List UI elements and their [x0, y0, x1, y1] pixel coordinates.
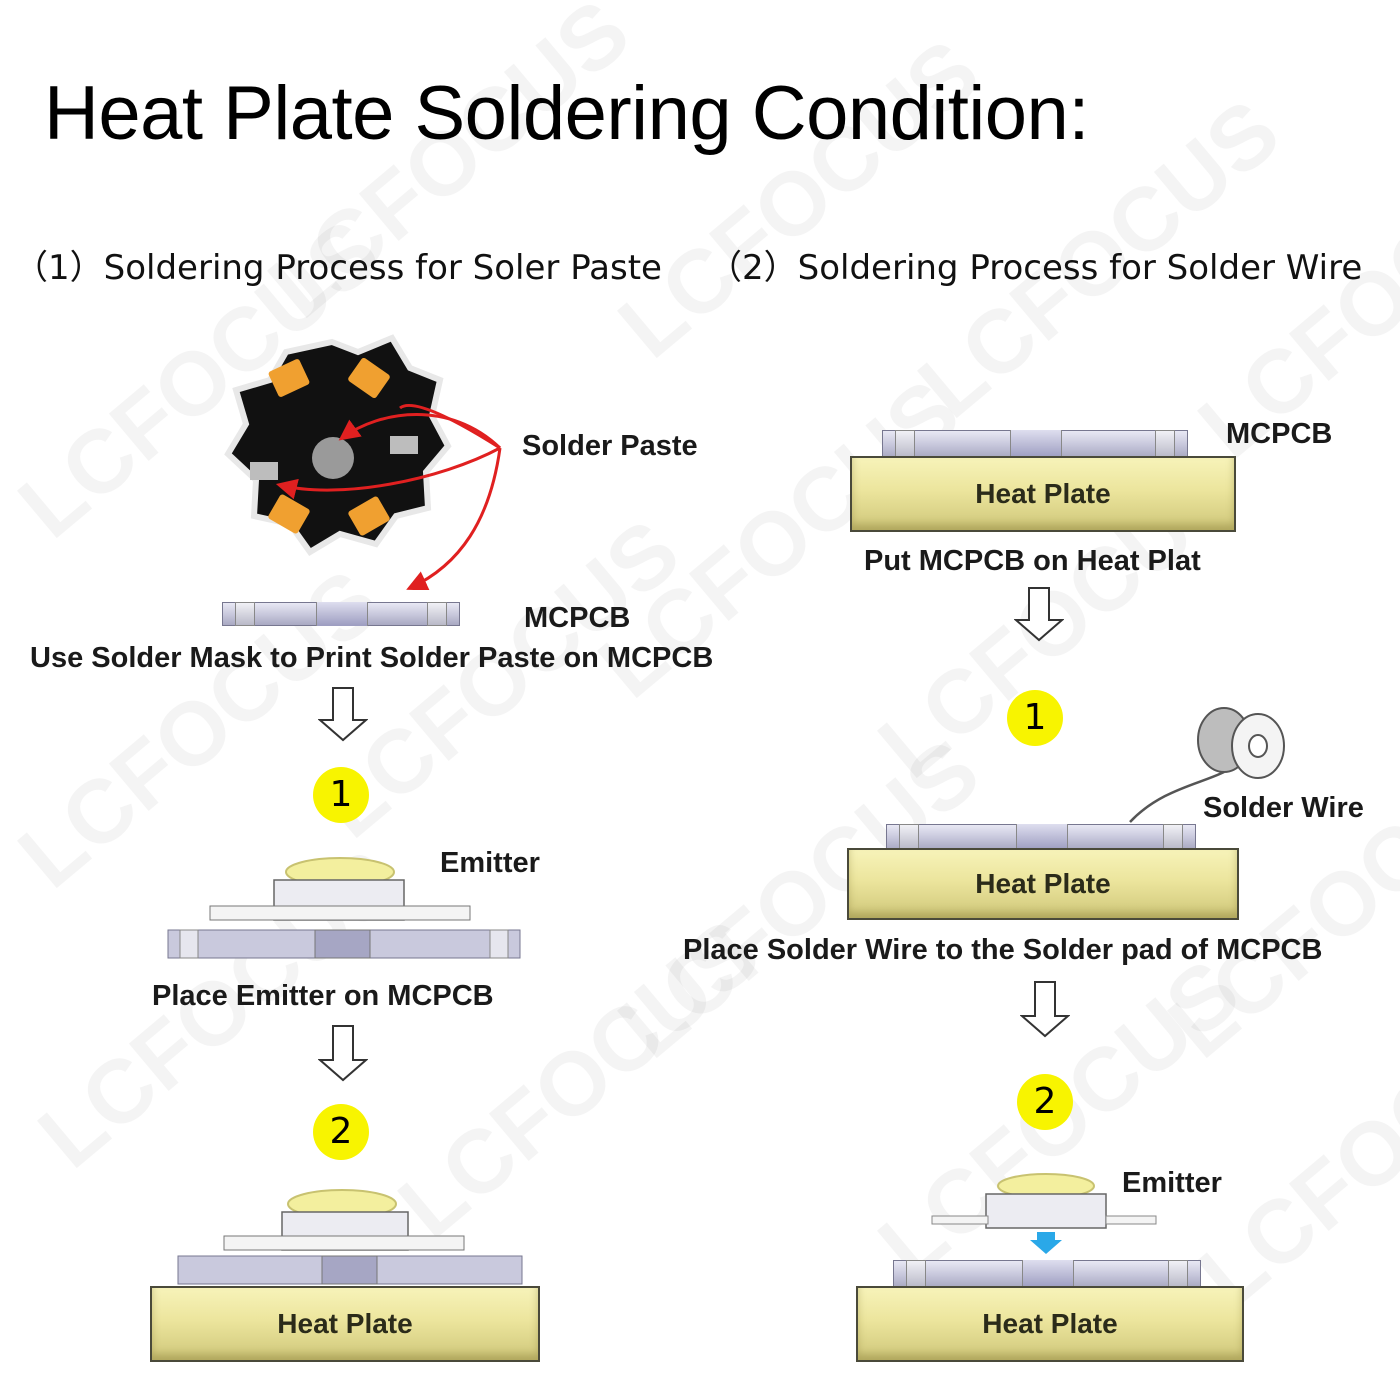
watermark: LCFOCUS	[1180, 970, 1400, 1329]
heat-plate: Heat Plate	[847, 848, 1239, 920]
heat-plate-label: Heat Plate	[982, 1308, 1118, 1339]
down-arrow-icon	[1014, 586, 1064, 642]
step-badge-1: 1	[1007, 690, 1063, 746]
emitter-placement-illustration	[920, 1170, 1180, 1260]
down-arrow-icon	[318, 1024, 368, 1082]
mcpcb-strip	[886, 824, 1196, 850]
down-arrow-icon	[1020, 980, 1070, 1038]
emitter-label: Emitter	[440, 847, 540, 879]
mcpcb-strip	[882, 430, 1188, 458]
solder-wire-spool-illustration	[1120, 700, 1300, 830]
step1-caption: Place Solder Wire to the Solder pad of M…	[683, 934, 1323, 966]
heat-plate: Heat Plate	[150, 1286, 540, 1362]
step0-caption: Put MCPCB on Heat Plat	[864, 545, 1201, 577]
heat-plate: Heat Plate	[850, 456, 1236, 532]
left-section-heading: （1）Soldering Process for Soler Paste	[14, 248, 662, 288]
right-section-heading: （2）Soldering Process for Solder Wire	[708, 248, 1363, 288]
emitter-on-mcpcb-illustration	[160, 850, 530, 960]
mcpcb-strip	[222, 602, 460, 626]
step1-caption: Place Emitter on MCPCB	[152, 980, 494, 1012]
mcpcb-label: MCPCB	[1226, 418, 1333, 450]
solder-wire-label: Solder Wire	[1203, 792, 1364, 824]
heat-plate-label: Heat Plate	[277, 1308, 413, 1339]
heat-plate: Heat Plate	[856, 1286, 1244, 1362]
mcpcb-strip	[893, 1260, 1201, 1288]
solder-paste-label: Solder Paste	[522, 430, 698, 462]
step-badge-2: 2	[1017, 1074, 1073, 1130]
page-title: Heat Plate Soldering Condition:	[44, 71, 1089, 156]
heat-plate-label: Heat Plate	[975, 868, 1111, 899]
step-badge-2: 2	[313, 1104, 369, 1160]
heat-plate-label: Heat Plate	[975, 478, 1111, 509]
emitter-assembly-illustration	[170, 1186, 530, 1286]
step-badge-1: 1	[313, 767, 369, 823]
step0-caption: Use Solder Mask to Print Solder Paste on…	[30, 642, 714, 674]
mcpcb-label: MCPCB	[524, 602, 631, 634]
down-arrow-icon	[318, 686, 368, 742]
emitter-label: Emitter	[1122, 1167, 1222, 1199]
star-board-illustration	[200, 330, 520, 591]
